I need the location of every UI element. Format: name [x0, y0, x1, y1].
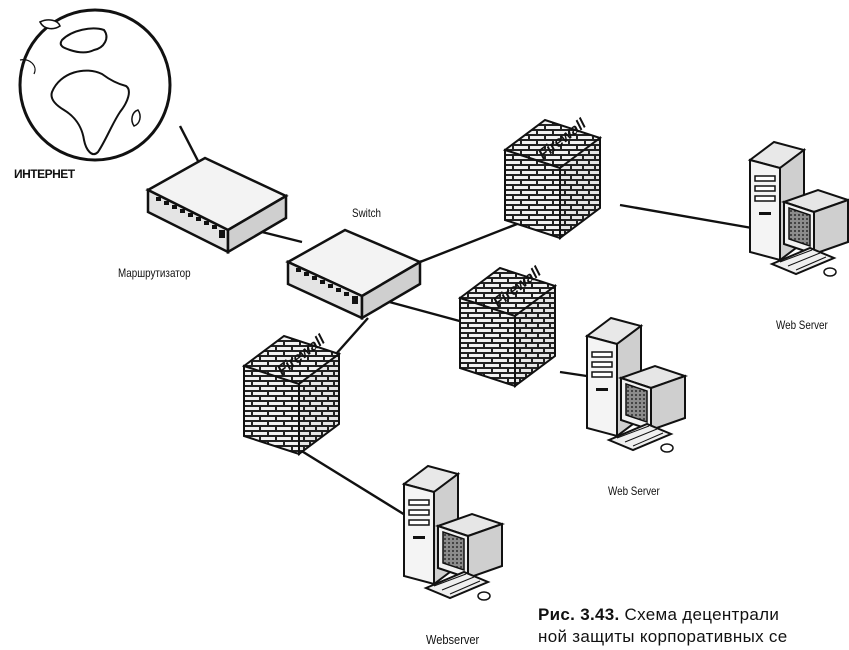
- firewall-middle: Firewall: [460, 263, 555, 386]
- figure-number: Рис. 3.43.: [538, 605, 620, 624]
- server-bottom: [404, 466, 502, 600]
- link-firewall-top-server: [620, 205, 752, 228]
- link-router-switch: [262, 232, 302, 242]
- server-computer-icon: [750, 142, 848, 276]
- router-icon: [148, 158, 286, 252]
- firewall-top: Firewall: [505, 115, 600, 238]
- caption-line1: Схема децентрали: [625, 605, 780, 624]
- server-middle: [587, 318, 685, 452]
- server-computer-icon: [587, 318, 685, 452]
- web-server-right-label: Web Server: [776, 318, 828, 332]
- internet-label: ИНТЕРНЕТ: [14, 167, 75, 181]
- server-computer-icon: [404, 466, 502, 600]
- globe-icon: [20, 10, 170, 160]
- figure-caption: Рис. 3.43. Схема децентрали ной защиты к…: [538, 604, 849, 648]
- web-server-middle-label: Web Server: [608, 484, 660, 498]
- link-firewall-left-server: [300, 450, 410, 518]
- webserver-bottom-label: Webserver: [426, 632, 479, 647]
- server-right: [750, 142, 848, 276]
- caption-line2: защиты корпоративных се: [572, 627, 787, 646]
- firewall-left: Firewall: [244, 331, 339, 454]
- caption-line2-prefix: ной: [538, 627, 567, 646]
- switch-label: Switch: [352, 206, 381, 220]
- router-label: Маршрутизатор: [118, 266, 191, 280]
